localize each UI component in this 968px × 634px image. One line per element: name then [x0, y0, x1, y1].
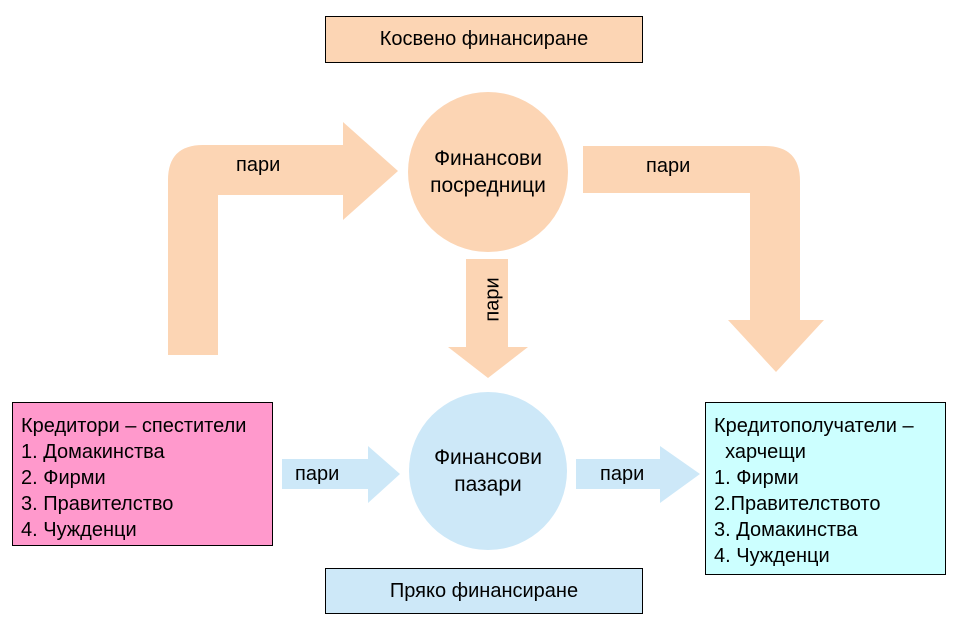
creditors-item: 2. Фирми — [21, 467, 106, 489]
intermediaries-node — [408, 92, 568, 252]
arrow-creditors-to-intermediaries — [168, 122, 398, 355]
markets-line2: пазари — [454, 473, 522, 496]
borrowers-box: Кредитополучатели – харчещи 1. Фирми 2.П… — [705, 402, 946, 575]
borrowers-title: Кредитополучатели – — [714, 415, 914, 437]
borrowers-item: 1. Фирми — [714, 467, 799, 489]
arrow-intermediaries-to-borrowers — [583, 146, 824, 372]
arrow-label-left: пари — [236, 154, 281, 176]
creditors-item: 3. Правителство — [21, 493, 174, 515]
borrowers-item: 4. Чужденци — [714, 545, 830, 567]
creditors-title: Кредитори – спестители — [21, 415, 247, 437]
markets-node — [409, 392, 567, 550]
indirect-financing-text: Косвено финансиране — [379, 28, 589, 50]
intermediaries-line1: Финансови — [434, 147, 542, 170]
markets-line1: Финансови — [434, 446, 542, 469]
arrow-markets-to-borrowers — [576, 446, 700, 503]
direct-financing-text: Пряко финансиране — [389, 579, 579, 602]
intermediaries-label: Финансови посредници — [408, 92, 568, 252]
arrow-creditors-to-markets — [282, 446, 400, 503]
creditors-box: Кредитори – спестители 1. Домакинства 2.… — [12, 402, 273, 546]
borrowers-title-cont: харчещи — [714, 441, 806, 463]
arrow-label-vertical-wrap: пари — [473, 276, 513, 326]
borrowers-item: 2.Правителството — [714, 493, 881, 515]
arrow-label-mid-right: пари — [600, 463, 645, 485]
creditors-item: 4. Чужденци — [21, 519, 137, 541]
markets-label: Финансови пазари — [408, 393, 568, 549]
indirect-financing-label: Косвено финансиране — [325, 16, 643, 63]
arrow-intermediaries-to-markets — [448, 259, 528, 378]
creditors-item: 1. Домакинства — [21, 441, 165, 463]
direct-financing-label: Пряко финансиране — [325, 568, 643, 614]
intermediaries-line2: посредници — [430, 174, 546, 197]
borrowers-item: 3. Домакинства — [714, 519, 858, 541]
arrow-label-vertical: пари — [481, 277, 504, 322]
arrow-label-right: пари — [646, 155, 691, 177]
arrow-label-mid-left: пари — [295, 463, 340, 485]
